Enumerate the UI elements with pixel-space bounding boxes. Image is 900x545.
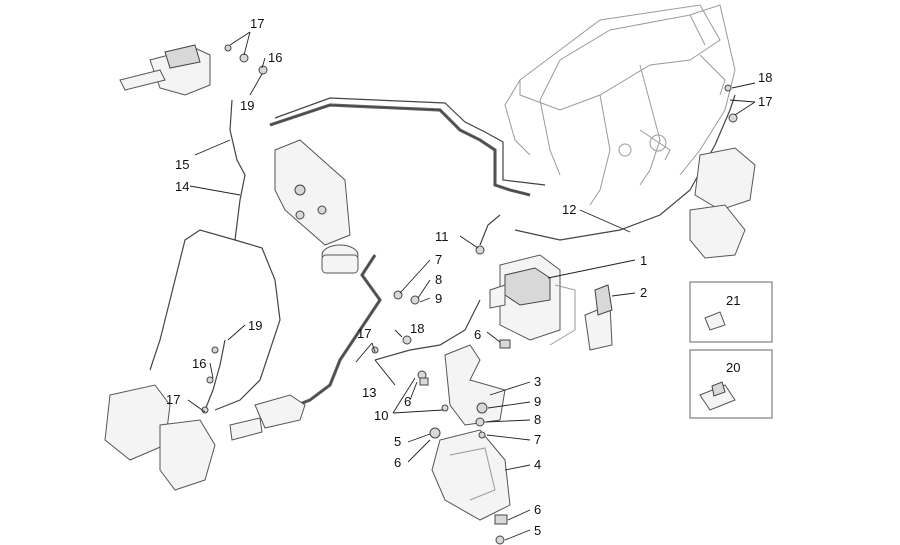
callout-7: 7 <box>435 252 442 267</box>
callout-5: 5 <box>534 523 541 538</box>
callout-14: 14 <box>175 179 189 194</box>
abs-unit <box>489 254 576 346</box>
callout-19: 19 <box>248 318 262 333</box>
reservoir-bracket <box>274 139 359 274</box>
abs-connector <box>584 284 613 351</box>
callout-1: 1 <box>640 253 647 268</box>
callout-6: 6 <box>394 455 401 470</box>
callout-9: 9 <box>435 291 442 306</box>
front-master-cylinder <box>119 44 211 96</box>
callout-17: 17 <box>758 94 772 109</box>
callout-18: 18 <box>758 70 772 85</box>
callout-4: 4 <box>534 457 541 472</box>
callout-8: 8 <box>534 412 541 427</box>
callout-6: 6 <box>404 394 411 409</box>
callout-2: 2 <box>640 285 647 300</box>
abs-bracket <box>444 344 506 426</box>
rear-caliper <box>689 147 756 259</box>
callout-labels: 17 16 19 15 14 18 17 12 11 1 2 7 8 9 17 … <box>166 16 772 538</box>
callout-15: 15 <box>175 157 189 172</box>
callout-17: 17 <box>250 16 264 31</box>
callout-17: 17 <box>357 326 371 341</box>
callout-19: 19 <box>240 98 254 113</box>
callout-16: 16 <box>192 356 206 371</box>
inset-box-21 <box>689 281 773 343</box>
callout-21: 21 <box>726 293 740 308</box>
callout-9: 9 <box>534 394 541 409</box>
callout-6: 6 <box>474 327 481 342</box>
callout-7: 7 <box>534 432 541 447</box>
small-fasteners <box>201 44 738 545</box>
callout-5: 5 <box>394 434 401 449</box>
callout-16: 16 <box>268 50 282 65</box>
abs-cover <box>431 429 511 521</box>
brake-lines <box>149 94 736 412</box>
callout-18: 18 <box>410 321 424 336</box>
leader-lines <box>187 31 756 541</box>
callout-20: 20 <box>726 360 740 375</box>
callout-12: 12 <box>562 202 576 217</box>
inset-box-20 <box>689 349 773 419</box>
callout-17: 17 <box>166 392 180 407</box>
callout-3: 3 <box>534 374 541 389</box>
callout-6: 6 <box>534 502 541 517</box>
callout-8: 8 <box>435 272 442 287</box>
callout-13: 13 <box>362 385 376 400</box>
callout-10: 10 <box>374 408 388 423</box>
front-calipers <box>104 384 216 491</box>
rear-master-cylinder <box>229 394 306 441</box>
callout-11: 11 <box>435 229 449 244</box>
